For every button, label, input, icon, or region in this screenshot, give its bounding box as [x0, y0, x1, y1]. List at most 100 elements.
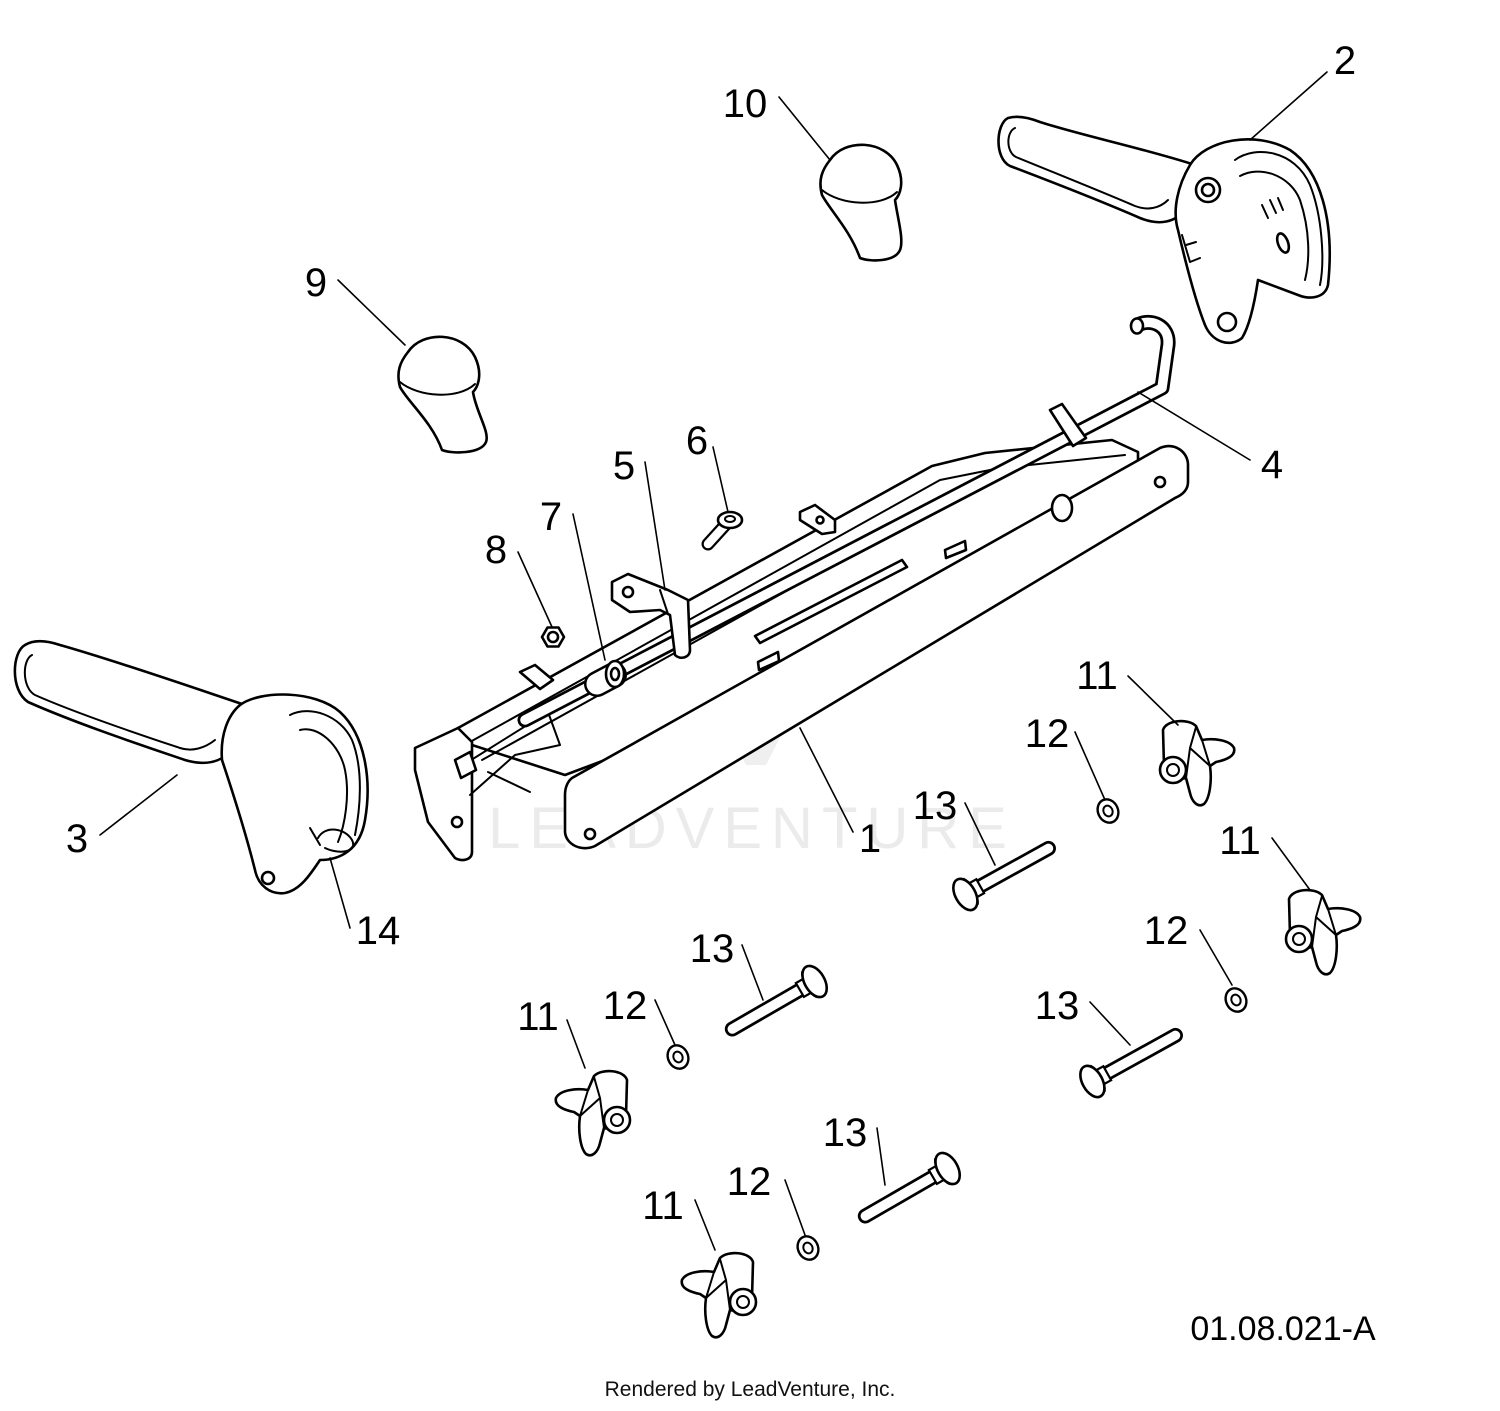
bracket-fold: [659, 589, 669, 615]
leader-line: [566, 1019, 586, 1069]
handle-part-2: [997, 115, 1331, 345]
front-plate: [563, 444, 1190, 850]
frame-linkage-tab: [453, 750, 478, 780]
knob-part-10: [819, 143, 903, 262]
housing-ratchet-marks: [1261, 197, 1284, 219]
frame-tab-hole: [815, 515, 825, 525]
leader-line: [337, 279, 406, 346]
star-knob-part-11: [554, 1069, 632, 1157]
callout-label[interactable]: 11: [517, 995, 559, 1039]
leader-line: [694, 1199, 716, 1251]
diagram-code: 01.08.021-A: [1190, 1310, 1376, 1348]
housing-plate: [1239, 170, 1310, 281]
callout-label[interactable]: 7: [540, 495, 562, 539]
leader-line: [329, 857, 351, 929]
leader-line: [876, 1127, 886, 1186]
knob-seam: [821, 189, 898, 204]
housing-bracket-mark: [1181, 234, 1201, 263]
leader-line: [1249, 71, 1328, 141]
bracket-hole: [621, 585, 635, 599]
bolt-head-top: [724, 515, 736, 523]
callout-label[interactable]: 12: [603, 984, 648, 1028]
callout-label[interactable]: 13: [823, 1111, 868, 1155]
housing-rim: [1234, 151, 1324, 286]
rod-support-post: [1048, 402, 1088, 448]
star-knob-part-11: [680, 1251, 758, 1339]
leader-line: [99, 774, 178, 836]
frame-slot: [753, 558, 909, 645]
callout-label[interactable]: 11: [1219, 819, 1261, 863]
frame-channel-edge: [469, 454, 1126, 743]
leader-line: [572, 513, 606, 661]
callout-labels: 2 10 9 6 5 4 7 8 11 12 13 1 3 11 14 12 1…: [66, 39, 1356, 1228]
handle-grip: [997, 115, 1197, 224]
washer-part-12: [792, 1231, 824, 1265]
rod-end-cap: [1129, 317, 1145, 335]
bushing-bore: [609, 666, 621, 682]
footer-credit: Rendered by LeadVenture, Inc.: [605, 1378, 896, 1401]
star-knob-part-11: [1284, 888, 1362, 976]
callout-label[interactable]: 13: [1035, 984, 1080, 1028]
knob-seam: [399, 381, 476, 396]
callout-label[interactable]: 11: [1076, 654, 1118, 698]
housing-lower-pivot: [260, 870, 276, 886]
callout-label[interactable]: 3: [66, 817, 88, 861]
spring-pin-part-14: [309, 827, 355, 853]
frame-small-slot: [943, 539, 968, 560]
frame-front-plate: [563, 444, 1190, 850]
star-knob-part-11: [1158, 719, 1236, 807]
housing-plate: [299, 728, 348, 843]
front-plate-large-hole: [1050, 493, 1074, 523]
frame-channel: [456, 438, 1140, 777]
leader-line: [1199, 929, 1233, 986]
knob-part-9: [397, 335, 489, 454]
bolt-part-6: [701, 510, 744, 551]
frame-tab: [518, 663, 555, 691]
handle-housing: [1174, 138, 1331, 345]
leader-lines: [99, 71, 1328, 1251]
callout-label[interactable]: 14: [356, 909, 401, 953]
leader-line: [644, 461, 666, 591]
leader-line: [784, 1179, 806, 1236]
callout-label[interactable]: 4: [1261, 443, 1283, 487]
handle-part-3: [13, 639, 369, 895]
bracket-part-5: [610, 572, 692, 660]
leader-line: [1137, 391, 1251, 461]
callout-label[interactable]: 12: [1025, 712, 1070, 756]
housing-rim: [289, 710, 361, 836]
frame-end-hole: [450, 815, 464, 829]
carriage-bolt-part-13: [1075, 1021, 1183, 1102]
leader-line: [1089, 1001, 1131, 1046]
callout-label[interactable]: 5: [613, 444, 635, 488]
nut-bore: [546, 630, 560, 644]
callout-label[interactable]: 11: [642, 1184, 684, 1228]
handle-grip-inset: [23, 654, 216, 751]
washer-part-12: [1220, 983, 1252, 1017]
leader-line: [654, 999, 676, 1046]
leader-line: [1271, 837, 1311, 891]
callout-label[interactable]: 10: [723, 82, 768, 126]
handle-housing: [220, 693, 369, 895]
callout-label[interactable]: 8: [485, 528, 507, 572]
callout-label[interactable]: 12: [727, 1160, 772, 1204]
front-plate-hole: [1153, 475, 1167, 489]
carriage-bolt-part-13: [724, 962, 832, 1044]
frame-part-1: [413, 438, 1140, 862]
spring-pin: [309, 827, 355, 853]
callout-label[interactable]: 12: [1144, 909, 1189, 953]
housing-lower-pivot: [1216, 311, 1238, 333]
nut-part-8: [540, 626, 566, 648]
leader-line: [778, 96, 831, 161]
frame-left-end-block: [413, 726, 474, 862]
washer-part-12: [1092, 794, 1124, 828]
callout-label[interactable]: 9: [305, 261, 327, 305]
callout-label[interactable]: 13: [690, 927, 735, 971]
callout-label[interactable]: 13: [913, 784, 958, 828]
callout-label[interactable]: 2: [1334, 39, 1356, 83]
leader-line: [1127, 675, 1179, 726]
rod-part-4: [517, 314, 1176, 728]
callout-label[interactable]: 1: [859, 817, 881, 861]
leader-line: [517, 551, 553, 628]
callout-label[interactable]: 6: [686, 419, 708, 463]
